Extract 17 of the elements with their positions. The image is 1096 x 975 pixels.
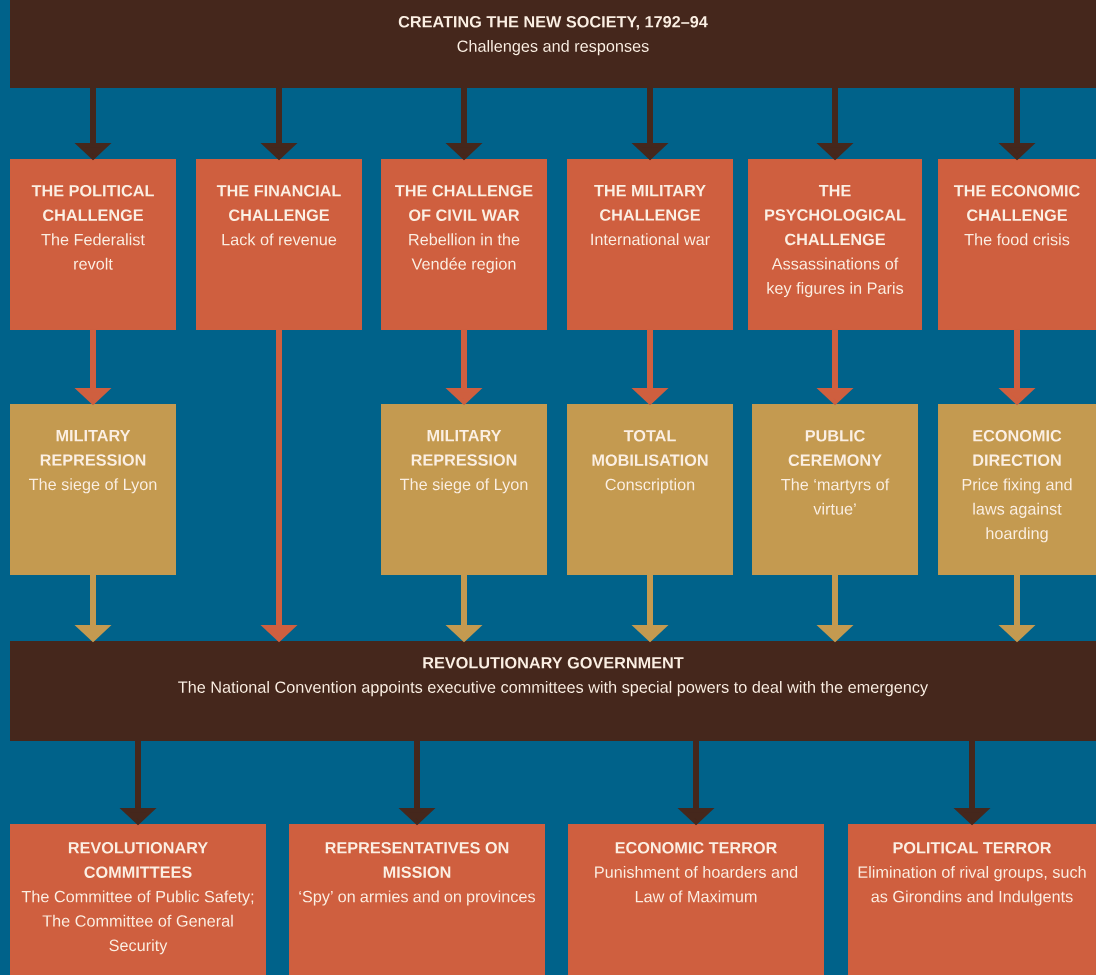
response-box: MILITARY REPRESSION The siege of Lyon — [10, 404, 176, 575]
outcome-box: POLITICAL TERROR Elimination of rival groups, such as Girondins and Indulgents — [848, 824, 1096, 975]
challenge-box: THE PSYCHOLOGICAL CHALLENGE Assassinations of key figures in Paris — [748, 159, 922, 330]
challenge-box: THE MILITARY CHALLENGE International war — [567, 159, 733, 330]
challenge-box: THE POLITICAL CHALLENGE The Federalist revolt — [10, 159, 176, 330]
outcome-box: REPRESENTATIVES ON MISSION ‘Spy’ on armies and on provinces — [289, 824, 545, 975]
response-box: TOTAL MOBILISATION Conscription — [567, 404, 733, 575]
response-box: PUBLIC CEREMONY The ‘martyrs of virtue’ — [752, 404, 918, 575]
challenge-box: THE ECONOMIC CHALLENGE The food crisis — [938, 159, 1096, 330]
header-band: REVOLUTIONARY GOVERNMENT The National Convention appoints executive committees with special powers to deal with the emergency — [10, 641, 1096, 741]
outcome-box: ECONOMIC TERROR Punishment of hoarders and Law of Maximum — [568, 824, 824, 975]
response-box: MILITARY REPRESSION The siege of Lyon — [381, 404, 547, 575]
header-band: CREATING THE NEW SOCIETY, 1792–94 Challenges and responses — [10, 0, 1096, 88]
response-box: ECONOMIC DIRECTION Price fixing and laws against hoarding — [938, 404, 1096, 575]
challenge-box: THE CHALLENGE OF CIVIL WAR Rebellion in the Vendée region — [381, 159, 547, 330]
outcome-box: REVOLUTIONARY COMMITTEES The Committee of Public Safety; The Committee of General Security — [10, 824, 266, 975]
challenge-box: THE FINANCIAL CHALLENGE Lack of revenue — [196, 159, 362, 330]
